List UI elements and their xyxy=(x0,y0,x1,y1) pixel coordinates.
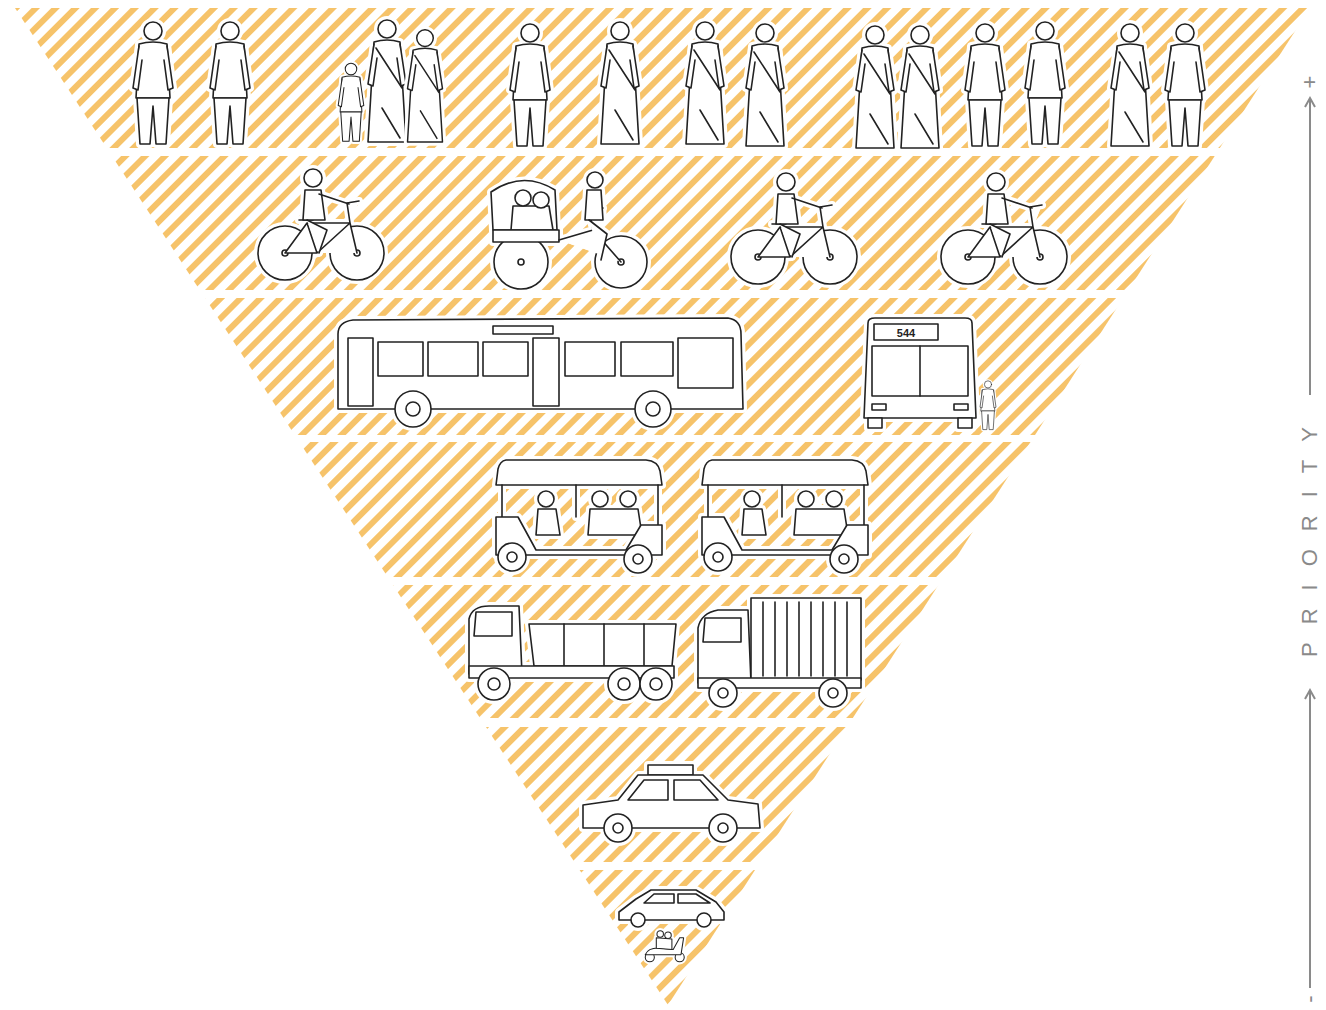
pedestrians xyxy=(133,20,1205,148)
private-vehicle-band xyxy=(580,870,755,1005)
pedestrian-figure xyxy=(210,22,250,144)
car-figure xyxy=(619,890,724,927)
cycle-band xyxy=(112,156,1215,290)
auto-rickshaw-figure xyxy=(496,460,662,573)
truck-band xyxy=(393,585,939,718)
pedestrian-figure xyxy=(1111,24,1149,146)
pedestrian-figure xyxy=(1025,22,1065,144)
pedestrian-figure xyxy=(746,24,784,146)
pyramid-bands xyxy=(15,8,1310,1005)
pedestrian-figure xyxy=(686,22,724,144)
bicycle-figure xyxy=(941,173,1067,284)
bus-band xyxy=(205,298,1123,435)
pedestrian-figure xyxy=(368,20,406,142)
pedestrian-figure xyxy=(510,24,550,146)
auto-rickshaws xyxy=(496,460,868,573)
pedestrian-figure xyxy=(980,381,996,430)
private-vehicles xyxy=(619,890,724,962)
auto-band xyxy=(299,442,1030,577)
axis-title: PRIORITY xyxy=(1298,409,1322,675)
taxi-figure xyxy=(583,765,760,842)
cycle-rickshaw-figure xyxy=(491,172,647,289)
child-figure xyxy=(338,63,364,141)
bicycle-figure xyxy=(258,169,384,280)
pedestrian-figure xyxy=(965,24,1005,146)
bicycle-figure xyxy=(731,173,857,284)
pedestrian-band xyxy=(15,8,1310,148)
pedestrian-figure xyxy=(856,26,894,148)
trucks xyxy=(469,598,861,707)
buses xyxy=(338,318,996,430)
pedestrian-figure xyxy=(133,22,173,144)
scooter-figure xyxy=(645,931,684,962)
pedestrian-figure xyxy=(1165,24,1205,146)
auto-rickshaw-figure xyxy=(702,460,868,573)
box-truck-figure xyxy=(698,598,861,707)
axis-minus: - xyxy=(1298,995,1322,1002)
axis-plus: + xyxy=(1298,76,1322,89)
taxi-band xyxy=(486,727,847,862)
bus-route-number: 544 xyxy=(897,327,915,339)
bus-front-figure xyxy=(864,318,976,428)
pedestrian-figure xyxy=(901,26,939,148)
cycles xyxy=(258,169,1067,289)
tipper-truck-figure xyxy=(469,606,676,700)
bus-side-figure xyxy=(338,318,743,427)
pedestrian-figure xyxy=(408,30,443,142)
pedestrian-figure xyxy=(601,22,639,144)
